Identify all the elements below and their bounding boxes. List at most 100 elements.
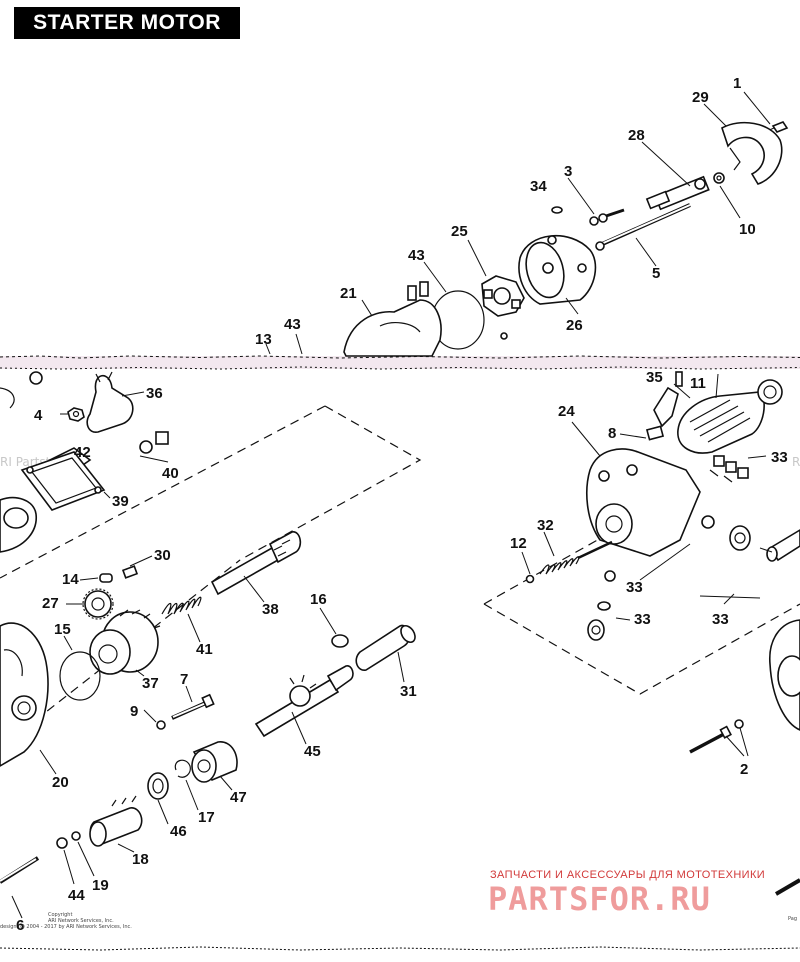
- part-26-commutator-end-housing: [518, 235, 597, 305]
- dashed-group-right-bottom: [483, 603, 800, 695]
- copyright-line-3: design (c) 2004 - 2017 by ARI Network Se…: [0, 924, 132, 930]
- callout-10: 10: [739, 221, 756, 238]
- part-33-washers-right: [701, 515, 751, 551]
- part-18-pinion-gear: [89, 795, 143, 847]
- callout-7: 7: [180, 671, 188, 688]
- part-20-drive-housing: [0, 622, 49, 767]
- callout-41: 41: [196, 641, 213, 658]
- part-24-solenoid-housing: [586, 448, 701, 557]
- part-11-armature: [677, 379, 783, 454]
- part-21-field-frame: [343, 281, 442, 357]
- callout-44: 44: [68, 887, 85, 904]
- part-32-plunger-spring: [539, 540, 613, 575]
- part-47-drive-sleeve: [191, 741, 238, 783]
- part-solenoid-plunger-left: [0, 496, 37, 553]
- part-30-pin: [121, 565, 139, 579]
- callout-12: 12: [510, 535, 527, 552]
- callout-43-upper: 43: [408, 247, 425, 264]
- part-39-cover-plate: [20, 451, 106, 511]
- callout-33-upper: 33: [771, 449, 788, 466]
- callout-3: 3: [564, 163, 572, 180]
- callout-26: 26: [566, 317, 583, 334]
- part-27-gear-small: [82, 588, 114, 620]
- callout-45: 45: [304, 743, 321, 760]
- callout-1: 1: [733, 75, 741, 92]
- part-33-small-parts-lower: [587, 570, 616, 641]
- part-28-brush-holder-rod: [645, 175, 710, 211]
- callout-32: 32: [537, 517, 554, 534]
- brand-watermark: ЗАПЧАСТИ И АКСЕССУАРЫ ДЛЯ МОТОТЕХНИКИ PA…: [488, 869, 765, 918]
- callout-40: 40: [162, 465, 179, 482]
- callout-33-right: 33: [712, 611, 729, 628]
- part-34-o-ring: [551, 206, 563, 214]
- callout-38: 38: [262, 601, 279, 618]
- part-right-housing-partial: [769, 619, 800, 731]
- bottom-edge-line: [0, 946, 800, 951]
- part-16-clip: [331, 634, 349, 648]
- part-edge-gasket-left: [0, 371, 43, 409]
- part-41-spring: [161, 596, 202, 615]
- callout-29: 29: [692, 89, 709, 106]
- callout-18: 18: [132, 851, 149, 868]
- part-31-sleeve: [355, 624, 416, 671]
- callout-33-lower: 33: [634, 611, 651, 628]
- brand-tagline: ЗАПЧАСТИ И АКСЕССУАРЫ ДЛЯ МОТОТЕХНИКИ: [490, 869, 765, 881]
- part-19-washer: [71, 831, 81, 841]
- part-17-retaining-ring: [174, 759, 191, 778]
- callout-28: 28: [628, 127, 645, 144]
- callout-47: 47: [230, 789, 247, 806]
- callout-27: 27: [42, 595, 59, 612]
- callout-17: 17: [198, 809, 215, 826]
- part-33-brush-set-upper: [709, 455, 749, 483]
- part-44-washer: [56, 837, 68, 849]
- part-35-bracket: [653, 371, 683, 428]
- callout-9: 9: [130, 703, 138, 720]
- copyright-line-2: ARI Network Services, Inc.: [48, 918, 114, 924]
- part-25-brush-plate: [481, 275, 525, 340]
- callout-31: 31: [400, 683, 417, 700]
- callout-4: 4: [34, 407, 43, 424]
- callout-13: 13: [255, 331, 272, 348]
- part-15-o-ring: [59, 651, 101, 701]
- page-label: Pag: [788, 916, 797, 922]
- part-45-pinion-shaft: [254, 665, 354, 738]
- watermark-edge: RI: [792, 455, 800, 469]
- copyright-line-1: Copyright: [48, 912, 72, 918]
- callout-11: 11: [690, 375, 706, 392]
- copyright-block: Copyright ARI Network Services, Inc. des…: [0, 912, 132, 930]
- callout-15: 15: [54, 621, 71, 638]
- callout-16: 16: [310, 591, 327, 608]
- callout-6: 6: [16, 917, 24, 934]
- dashed-group-left-bottom: [239, 405, 422, 561]
- callout-14: 14: [62, 571, 79, 588]
- torn-page-band: [0, 355, 800, 370]
- part-12-ball: [525, 574, 535, 584]
- callout-2: 2: [740, 761, 748, 778]
- callout-34: 34: [530, 178, 547, 195]
- callout-8: 8: [608, 425, 616, 442]
- part-10-nut: [713, 172, 725, 184]
- callout-46: 46: [170, 823, 187, 840]
- callout-5: 5: [652, 265, 660, 282]
- callout-19: 19: [92, 877, 109, 894]
- callout-20: 20: [52, 774, 69, 791]
- part-36-tube: [86, 371, 134, 433]
- callout-43-lower: 43: [284, 316, 301, 333]
- callout-36: 36: [146, 385, 163, 402]
- part-9-washer: [156, 720, 166, 730]
- callout-30: 30: [154, 547, 171, 564]
- callout-33-middle: 33: [626, 579, 643, 596]
- part-33-plunger-right: [759, 529, 800, 562]
- dashed-group-left-top: [0, 405, 326, 579]
- brand-logo: PARTSFOR.RU: [488, 880, 711, 918]
- callout-35: 35: [646, 369, 663, 386]
- callout-37: 37: [142, 675, 159, 692]
- part-2-bolt-washer: [689, 719, 744, 754]
- part-7-bolt: [171, 693, 215, 720]
- part-8-insulator: [645, 425, 665, 441]
- part-bolt-lower-right: [774, 878, 800, 896]
- part-37-clutch-gear: [89, 609, 161, 675]
- part-4-nut: [67, 407, 85, 422]
- callout-25: 25: [451, 223, 468, 240]
- part-40-screw-washer: [139, 431, 169, 463]
